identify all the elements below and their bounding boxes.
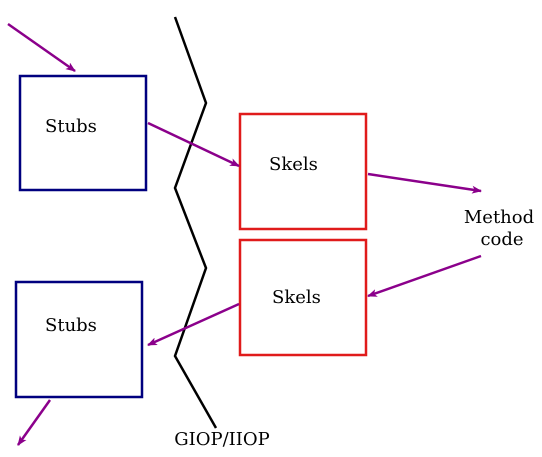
method-code-label-line2: code: [480, 229, 523, 250]
giop-boundary-line: [173, 16, 218, 429]
stubs-bottom-label: Stubs: [45, 315, 97, 336]
arrow-skels-to-method: [367, 172, 482, 194]
skels-top-label: Skels: [269, 154, 318, 175]
giop-iiop-label: GIOP/IIOP: [174, 429, 270, 450]
skels-box-bottom: [238, 238, 368, 357]
arrow-stubs-to-skels: [147, 121, 240, 168]
stubs-top-label: Stubs: [45, 116, 97, 137]
arrow-method-to-skels: [367, 254, 482, 298]
arrow-in-to-stubs: [7, 22, 76, 73]
skels-bottom-label: Skels: [272, 287, 321, 308]
arrow-stubs-out: [16, 399, 52, 446]
method-code-label-line1: Method: [464, 207, 534, 228]
skels-box-top: [238, 112, 368, 231]
arrow-skels-to-stubs: [147, 302, 240, 347]
stubs-box-bottom: [14, 280, 144, 399]
stubs-box-top: [18, 74, 148, 192]
